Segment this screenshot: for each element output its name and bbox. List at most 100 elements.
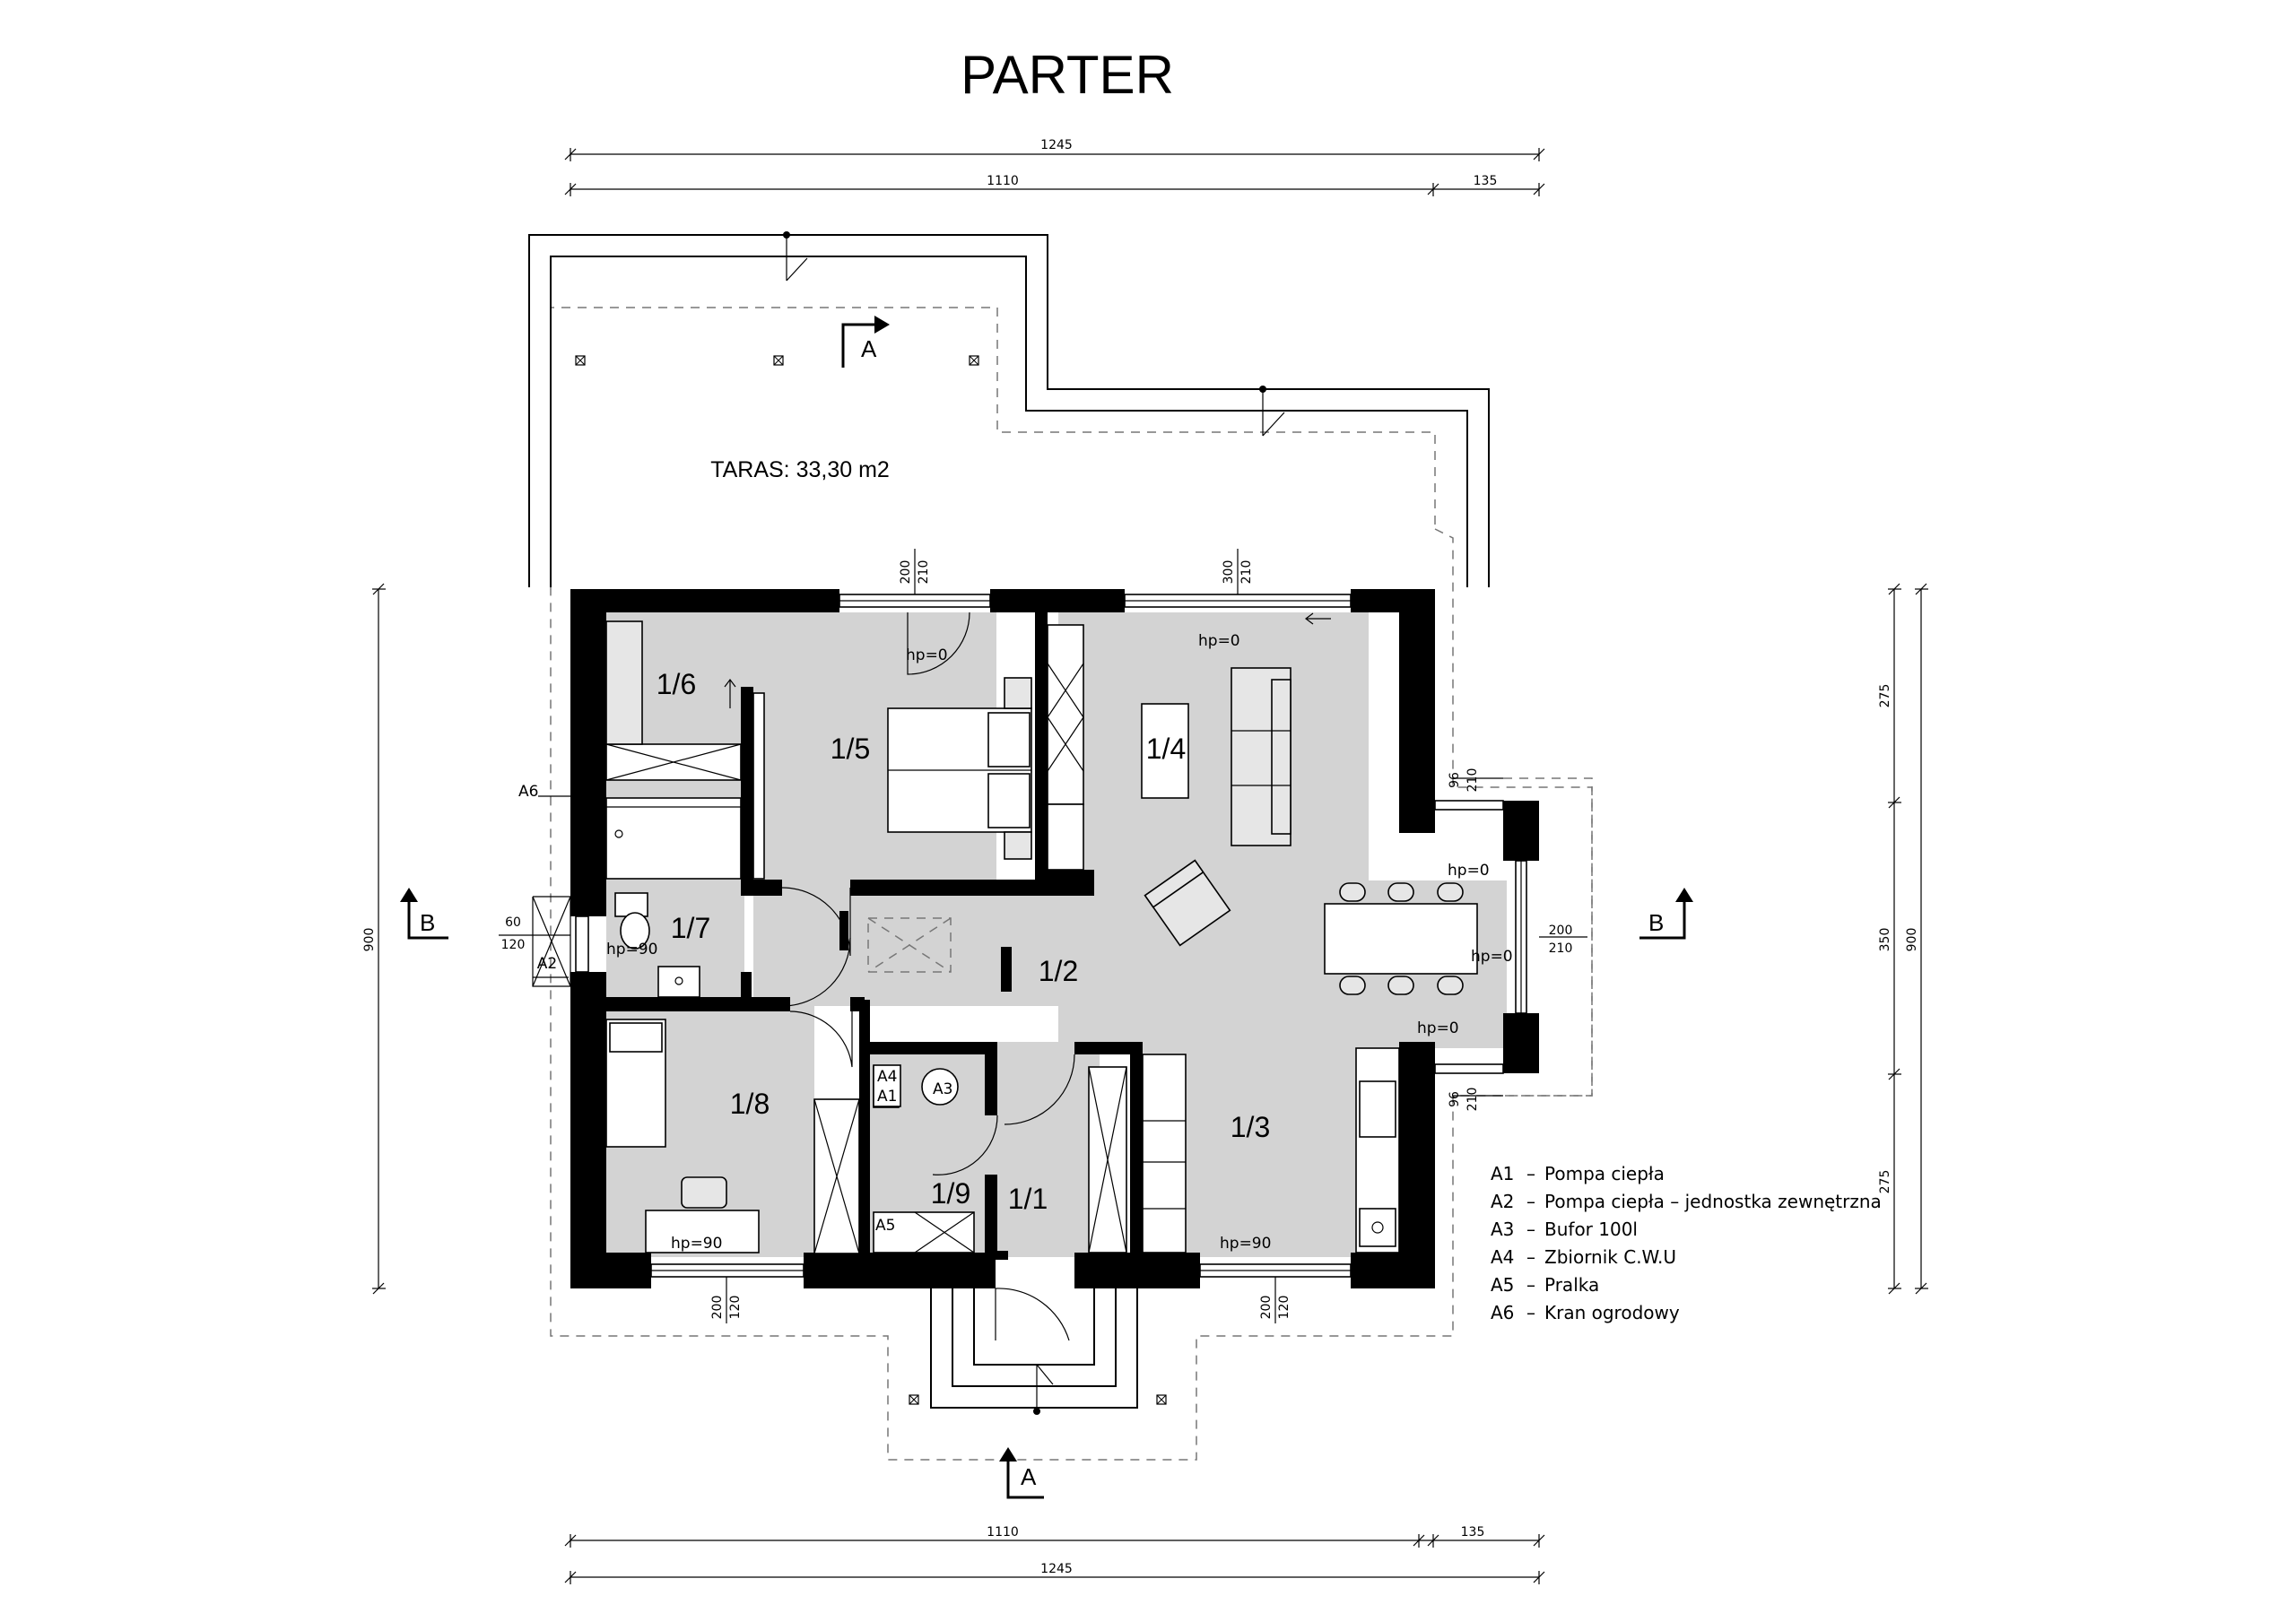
legend-text: Kran ogrodowy xyxy=(1544,1302,1680,1323)
walls xyxy=(570,589,1539,1288)
legend-dash: – xyxy=(1526,1163,1535,1184)
opening-top1-width: 200 xyxy=(899,560,913,585)
legend-code: A3 xyxy=(1491,1219,1514,1240)
legend-text: Zbiornik C.W.U xyxy=(1544,1246,1676,1268)
legend-item: A5 – Pralka xyxy=(1491,1274,1599,1296)
dining-table xyxy=(1324,882,1478,995)
tag-a3: A3 xyxy=(933,1080,952,1098)
sill-top-1: hp=0 xyxy=(906,646,948,664)
opening-bottom-left-height: 120 xyxy=(728,1296,743,1320)
opening-right-lower-height: 210 xyxy=(1465,1088,1480,1112)
opening-right-door-height: 210 xyxy=(1549,941,1573,956)
sill-bedroom: hp=90 xyxy=(671,1235,722,1253)
tag-a5: A5 xyxy=(875,1217,895,1235)
legend-code: A5 xyxy=(1491,1274,1514,1296)
opening-top2-width: 300 xyxy=(1222,560,1236,585)
outdoor-unit: A2 A6 xyxy=(518,783,571,987)
tag-a1: A1 xyxy=(877,1088,897,1106)
tag-a2: A2 xyxy=(537,955,557,973)
section-markers: A A B B xyxy=(400,316,1693,1499)
single-bed xyxy=(605,1019,666,1148)
sill-labels: hp=0 hp=0 hp=0 hp=0 hp=0 hp=90 hp=90 hp=… xyxy=(606,632,1513,1253)
dim-right-seg1: 275 xyxy=(1878,684,1892,708)
legend-dash: – xyxy=(1526,1274,1535,1296)
section-a-bottom: A xyxy=(999,1447,1044,1499)
section-b-left-label: B xyxy=(420,909,435,936)
room-1-2: 1/2 xyxy=(1039,955,1078,987)
double-bed xyxy=(887,677,1032,860)
dim-bottom-main: 1110 xyxy=(987,1525,1019,1540)
terrace-label: TARAS: 33,30 m2 xyxy=(710,457,890,482)
legend-text: Pompa ciepła xyxy=(1544,1163,1665,1184)
legend-item: A6 – Kran ogrodowy xyxy=(1491,1302,1680,1323)
legend-item: A1 – Pompa ciepła xyxy=(1491,1163,1665,1184)
sill-top-2: hp=0 xyxy=(1198,632,1240,650)
right-dimensions: 275 350 275 900 xyxy=(1878,583,1928,1295)
dim-top-side: 135 xyxy=(1474,174,1498,188)
dim-right-seg2: 350 xyxy=(1878,928,1892,952)
sill-bath: hp=90 xyxy=(606,941,657,958)
room-1-1: 1/1 xyxy=(1008,1183,1048,1215)
legend-dash: – xyxy=(1526,1191,1535,1212)
equipment-tags: A4 A1 A3 A5 xyxy=(873,1064,952,1235)
coffee-table xyxy=(1141,703,1189,799)
legend-code: A1 xyxy=(1491,1163,1514,1184)
section-b-right-label: B xyxy=(1648,909,1664,936)
tag-a4: A4 xyxy=(877,1068,897,1086)
desk xyxy=(645,1210,760,1253)
opening-bottom-right-height: 120 xyxy=(1277,1296,1292,1320)
opening-bottom-right-width: 200 xyxy=(1259,1296,1274,1320)
sill-kitchen: hp=90 xyxy=(1220,1235,1271,1253)
room-1-4: 1/4 xyxy=(1146,733,1186,765)
legend-text: Pompa ciepła – jednostka zewnętrzna xyxy=(1544,1191,1882,1212)
sill-right-lower: hp=0 xyxy=(1417,1019,1459,1037)
legend-code: A4 xyxy=(1491,1246,1514,1268)
legend-item: A3 – Bufor 100l xyxy=(1491,1219,1638,1240)
dim-bottom-total: 1245 xyxy=(1040,1562,1073,1576)
opening-right-door-width: 200 xyxy=(1549,924,1573,938)
legend-text: Pralka xyxy=(1544,1274,1599,1296)
opening-labels: 200 210 300 210 96 210 200 210 96 210 20… xyxy=(499,549,1587,1323)
sill-right-door: hp=0 xyxy=(1471,948,1513,966)
tag-a6: A6 xyxy=(518,783,538,801)
legend-dash: – xyxy=(1526,1219,1535,1240)
slide-direction-arrow xyxy=(1305,612,1331,625)
section-b-left: B xyxy=(400,888,448,940)
room-1-8: 1/8 xyxy=(730,1088,770,1120)
shower xyxy=(605,797,742,880)
dim-bottom-side: 135 xyxy=(1461,1525,1485,1540)
windows xyxy=(575,594,1527,1278)
dim-top-total: 1245 xyxy=(1040,138,1073,152)
legend: A1 – Pompa ciepła A2 – Pompa ciepła – je… xyxy=(1491,1163,1882,1323)
legend-dash: – xyxy=(1526,1246,1535,1268)
legend-code: A2 xyxy=(1491,1191,1514,1212)
dim-right-total: 900 xyxy=(1905,928,1919,952)
room-1-9: 1/9 xyxy=(931,1177,970,1210)
legend-item: A4 – Zbiornik C.W.U xyxy=(1491,1246,1676,1268)
room-1-5: 1/5 xyxy=(831,733,870,765)
opening-left-width: 60 xyxy=(505,915,521,930)
opening-bottom-left-width: 200 xyxy=(710,1296,725,1320)
top-dimensions: 1245 1110 135 xyxy=(564,138,1545,196)
opening-right-upper-width: 96 xyxy=(1448,772,1462,788)
washbasin xyxy=(657,966,700,998)
furniture xyxy=(605,620,1478,1254)
armchair xyxy=(1144,859,1231,947)
post-marker xyxy=(575,355,979,366)
doors xyxy=(781,612,1075,1341)
sofa xyxy=(1231,667,1292,846)
opening-top1-height: 210 xyxy=(917,560,931,585)
left-dimensions: 900 xyxy=(362,583,386,1295)
dim-right-seg3: 275 xyxy=(1878,1170,1892,1194)
dim-left-total: 900 xyxy=(362,928,377,952)
legend-code: A6 xyxy=(1491,1302,1514,1323)
room-1-7: 1/7 xyxy=(671,912,710,944)
opening-right-lower-width: 96 xyxy=(1448,1091,1462,1107)
bay-outline xyxy=(1503,777,1593,1097)
room-1-3: 1/3 xyxy=(1231,1111,1270,1143)
room-labels: 1/1 1/2 1/3 1/4 1/5 1/6 1/7 1/8 1/9 xyxy=(657,668,1270,1215)
room-1-6: 1/6 xyxy=(657,668,696,700)
bottom-dimensions: 1110 135 1245 xyxy=(564,1525,1545,1584)
opening-top2-height: 210 xyxy=(1239,560,1254,585)
